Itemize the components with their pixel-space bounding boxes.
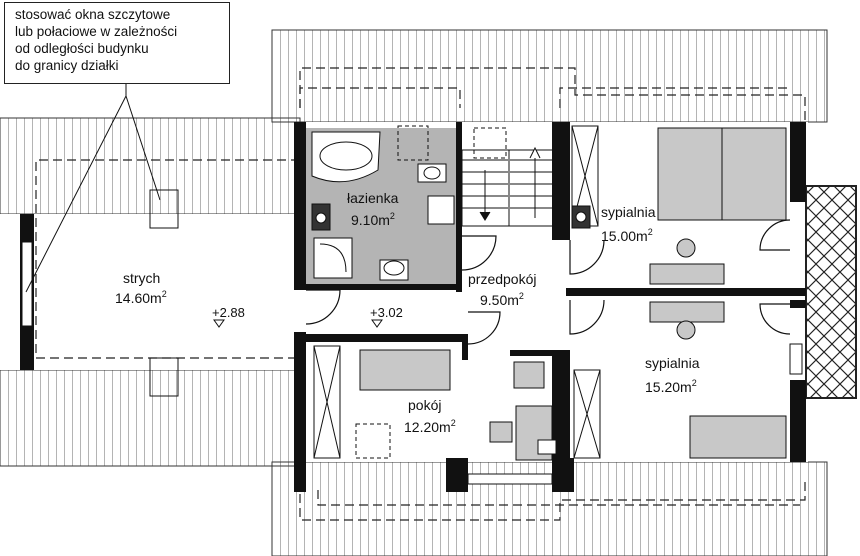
bottom-window bbox=[467, 473, 553, 485]
note-line: do granicy działki bbox=[15, 58, 119, 73]
level-left: +2.88 bbox=[212, 305, 245, 320]
roof-main bbox=[271, 29, 828, 556]
pokoj-name: pokój bbox=[408, 397, 441, 413]
bedroom1-furniture bbox=[571, 125, 787, 285]
sypialnia1-name: sypialnia bbox=[601, 204, 656, 220]
note-line: stosować okna szczytowe bbox=[15, 7, 171, 22]
level-markers bbox=[213, 319, 383, 328]
lazienka-name: łazienka bbox=[347, 190, 399, 206]
pokoj-area: 12.20m2 bbox=[404, 418, 456, 435]
sypialnia1-area: 15.00m2 bbox=[601, 227, 653, 244]
sypialnia2-name: sypialnia bbox=[645, 355, 700, 371]
bedroom2-furniture bbox=[573, 301, 803, 459]
lazienka-area: 9.10m2 bbox=[351, 211, 395, 228]
level-right: +3.02 bbox=[370, 305, 403, 320]
strych-name: strych bbox=[123, 270, 160, 286]
przedpokoj-name: przedpokój bbox=[468, 271, 537, 287]
przedpokoj-area: 9.50m2 bbox=[480, 291, 524, 308]
doors bbox=[305, 219, 791, 345]
note-box: stosować okna szczytowe lub połaciowe w … bbox=[4, 2, 230, 84]
note-leaders bbox=[25, 84, 161, 293]
note-line: lub połaciowe w zależności bbox=[15, 24, 178, 39]
note-line: od odległości budynku bbox=[15, 41, 149, 56]
roof-windows bbox=[149, 125, 507, 459]
strych-area: 14.60m2 bbox=[115, 289, 167, 306]
balcony-railing bbox=[805, 185, 857, 399]
room-furniture bbox=[313, 345, 557, 461]
bathroom-fixtures bbox=[311, 131, 455, 281]
walls bbox=[20, 122, 806, 492]
sypialnia2-area: 15.20m2 bbox=[645, 378, 697, 395]
staircase bbox=[461, 146, 557, 227]
